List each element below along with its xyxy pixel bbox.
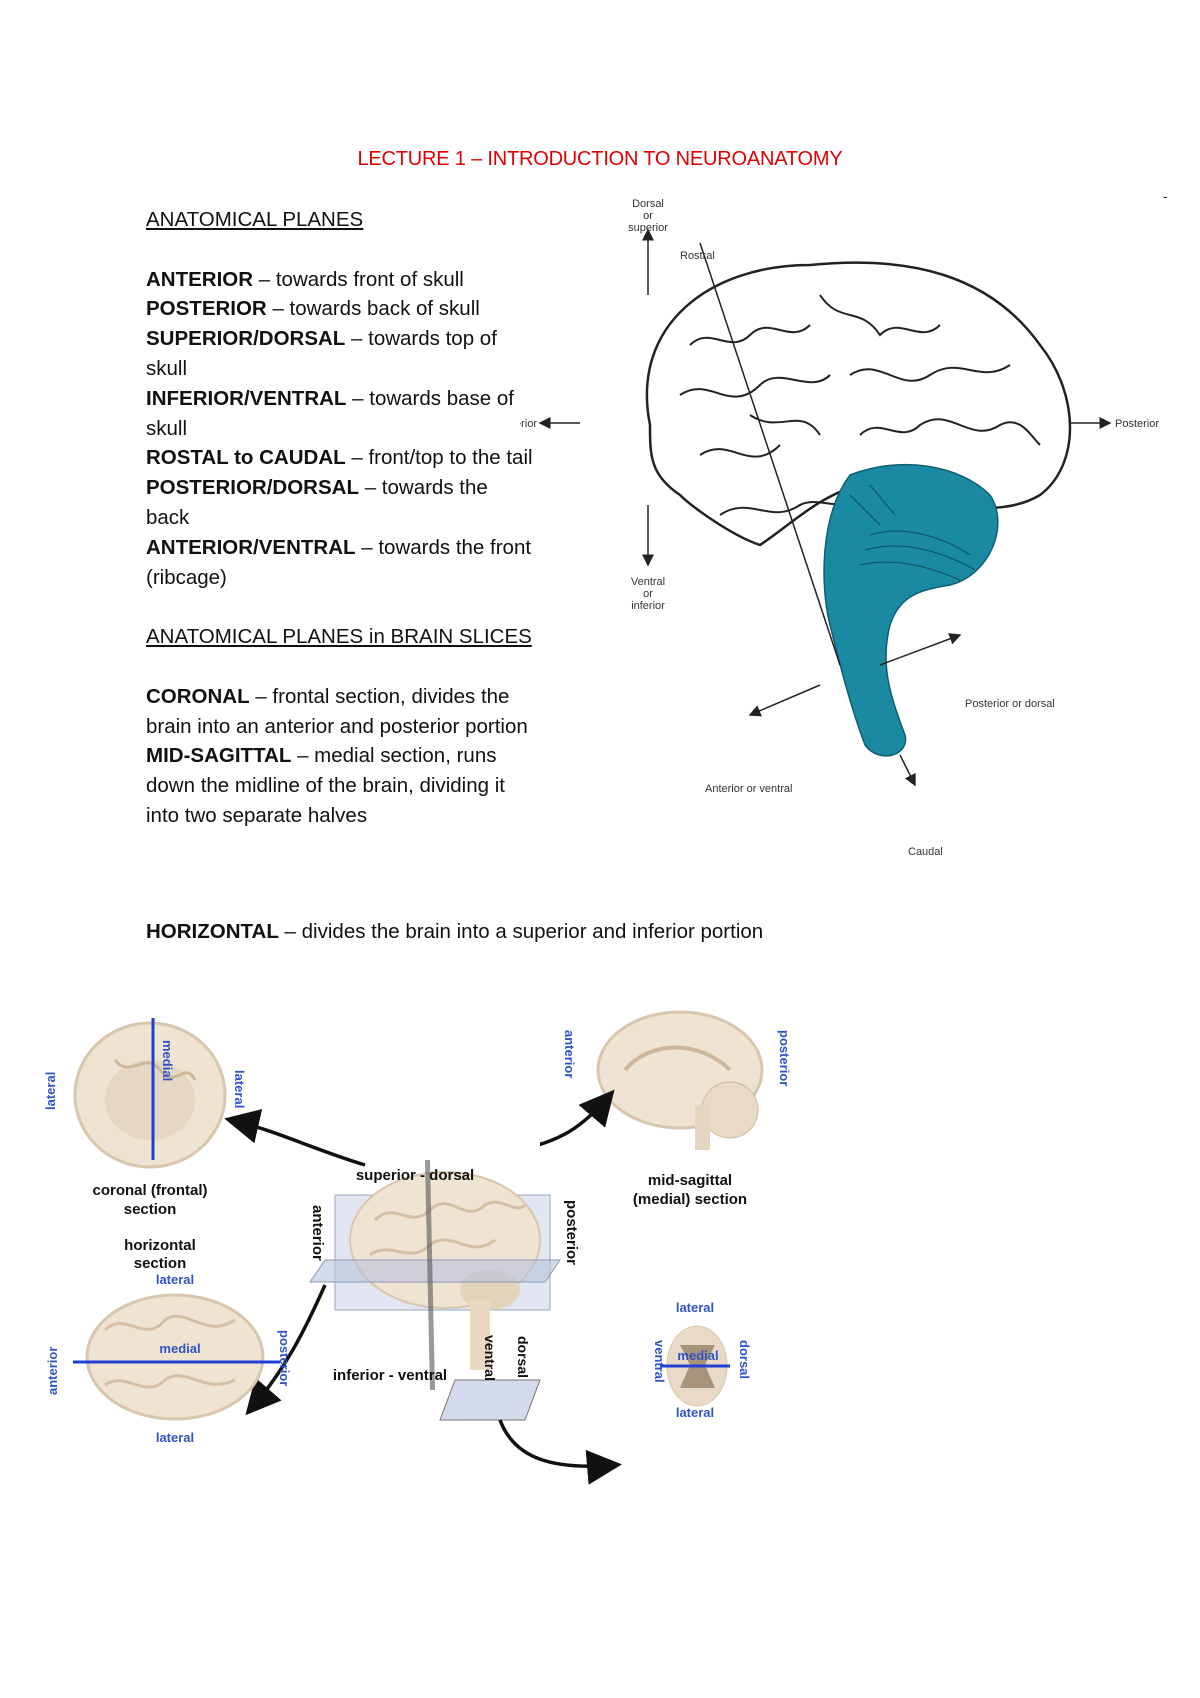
horizontal-medial: medial (159, 1341, 200, 1356)
section-heading-brain-slices: ANATOMICAL PLANES in BRAIN SLICES (146, 625, 532, 649)
rostral-caudal-line (699, 242, 841, 666)
spinal-medial: medial (677, 1348, 718, 1363)
coronal-caption: coronal (frontal) (93, 1182, 208, 1199)
entry-superior-dorsal: SUPERIOR/DORSAL – towards top of skull (146, 327, 497, 380)
spinal-section: lateral medial ventral dorsal lateral (652, 1300, 752, 1420)
center-inferior: inferior - ventral (333, 1367, 447, 1384)
label-caudal: Caudal (908, 846, 943, 858)
midsagittal-anterior: anterior (562, 1030, 577, 1078)
svg-text:section: section (124, 1201, 177, 1218)
label-posterior: Posterior (1115, 418, 1159, 430)
horizontal-lateral-top: lateral (156, 1272, 194, 1287)
center-anterior: anterior (309, 1205, 326, 1261)
midsagittal-caption: mid-sagittal (648, 1172, 732, 1189)
horizontal-posterior: posterior (277, 1330, 292, 1386)
entry-posterior-dorsal: POSTERIOR/DORSAL – towards the back (146, 476, 488, 529)
brainstem-shape (823, 463, 999, 757)
coronal-lateral-right: lateral (232, 1070, 247, 1108)
brain-planes-figure: lateral medial lateral coronal (frontal)… (43, 1018, 622, 1485)
label-posterior-dorsal: Posterior or dorsal (965, 698, 1055, 710)
center-posterior: posterior (563, 1200, 580, 1265)
center-superior: superior - dorsal (356, 1167, 474, 1184)
horizontal-lateral-bottom: lateral (156, 1430, 194, 1445)
spinal-lateral-bottom: lateral (676, 1405, 714, 1420)
spinal-lateral-top: lateral (676, 1300, 714, 1315)
center-brain-planes: superior - dorsal inferior - ventral ant… (309, 1160, 580, 1421)
entry-posterior: POSTERIOR – towards back of skull (146, 297, 480, 321)
svg-text:section: section (134, 1255, 187, 1272)
horizontal-caption: horizontal (124, 1237, 196, 1254)
entry-coronal: CORONAL – frontal section, divides the b… (146, 684, 528, 738)
midsagittal-section: anterior posterior mid-sagittal (medial)… (540, 1010, 792, 1208)
midsagittal-posterior: posterior (777, 1030, 792, 1086)
section-heading-planes: ANATOMICAL PLANES (146, 208, 364, 231)
svg-text:or: or (643, 588, 653, 600)
label-rostral: Rostral (680, 250, 715, 262)
page-mark: - (1163, 188, 1168, 204)
center-ventral: ventral (482, 1335, 498, 1381)
notes-column: ANATOMICAL PLANES ANTERIOR – towards fro… (146, 205, 536, 831)
label-ventral: Ventral (631, 576, 665, 588)
entry-inferior-ventral: INFERIOR/VENTRAL – towards base of skull (146, 386, 514, 440)
horizontal-section: horizontal section lateral medial anteri… (45, 1237, 292, 1445)
entry-mid-sagittal: MID-SAGITTAL – medial section, runs down… (146, 744, 505, 827)
svg-text:inferior: inferior (631, 600, 665, 612)
spinal-dorsal: dorsal (737, 1340, 752, 1379)
center-dorsal: dorsal (515, 1336, 531, 1378)
entry-anterior-ventral: ANTERIOR/VENTRAL – towards the front (ri… (146, 535, 532, 589)
coronal-lateral-left: lateral (43, 1072, 58, 1110)
spinal-ventral: ventral (652, 1340, 667, 1383)
label-dorsal: Dorsal (632, 198, 664, 210)
svg-text:(medial) section: (medial) section (633, 1191, 747, 1208)
svg-text:or: or (643, 210, 653, 222)
page-title: LECTURE 1 – INTRODUCTION TO NEUROANATOMY (357, 148, 843, 170)
label-anterior-ventral: Anterior or ventral (705, 783, 792, 795)
gyri-lines (679, 294, 1041, 516)
coronal-section: lateral medial lateral coronal (frontal)… (43, 1018, 247, 1218)
coronal-medial: medial (160, 1040, 175, 1081)
entry-anterior: ANTERIOR – towards front of skull (146, 267, 464, 291)
entry-rostal-caudal: ROSTAL to CAUDAL – front/top to the tail (146, 446, 533, 470)
entry-horizontal: HORIZONTAL – divides the brain into a su… (146, 920, 764, 943)
horizontal-anterior: anterior (45, 1347, 60, 1395)
label-anterior: Anterior (520, 418, 537, 430)
brain-planes-figure-right: anterior posterior mid-sagittal (medial)… (540, 1010, 792, 1420)
svg-text:superior: superior (628, 222, 668, 234)
brain-orientation-figure: Dorsal or superior Rostral Anterior Post… (520, 198, 1159, 858)
